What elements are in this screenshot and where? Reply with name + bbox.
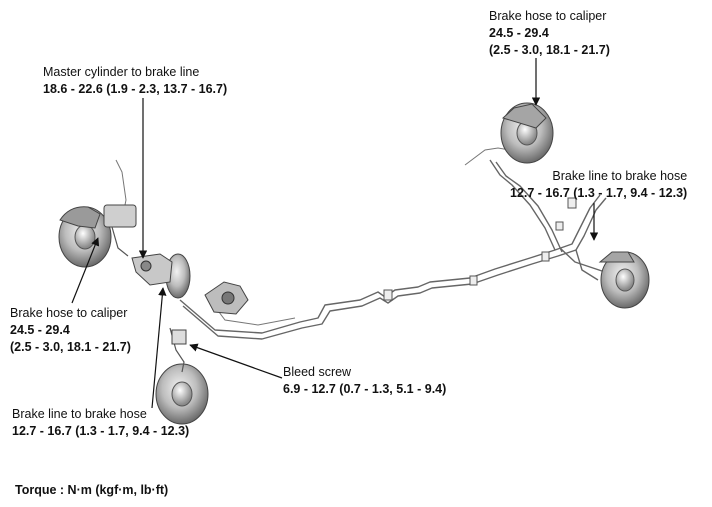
callout-torque: 12.7 - 16.7 (1.3 - 1.7, 9.4 - 12.3) [12, 424, 190, 438]
callout-name: Brake line to brake hose [12, 407, 147, 421]
callout-front-line-to-hose: Brake line to brake hose 12.7 - 16.7 (1.… [12, 406, 189, 440]
callout-name: Bleed screw [283, 365, 352, 379]
torque-unit-note: Torque : N·m (kgf·m, lb·ft) [15, 483, 169, 497]
callout-rear-line-to-hose: Brake line to brake hose 12.7 - 16.7 (1.… [510, 168, 687, 202]
callout-name: Master cylinder to brake line [43, 65, 200, 79]
rear-right-brake-assembly [598, 251, 650, 309]
callout-bleed-screw: Bleed screw 6.9 - 12.7 (0.7 - 1.3, 5.1 -… [283, 364, 446, 398]
rear-left-brake-assembly [500, 102, 554, 164]
callout-torque: 12.7 - 16.7 (1.3 - 1.7, 9.4 - 12.3) [510, 186, 688, 200]
line-clips [383, 197, 577, 301]
parking-brake-cables [115, 147, 511, 326]
callout-name: Brake hose to caliper [489, 9, 607, 23]
leader-front-hose [151, 287, 167, 409]
callout-front-caliper-hose: Brake hose to caliper 24.5 - 29.4 (2.5 -… [10, 305, 131, 356]
callout-torque: 18.6 - 22.6 (1.9 - 2.3, 13.7 - 16.7) [43, 82, 228, 96]
front-lower-brake-assembly [155, 327, 209, 425]
callout-torque: 24.5 - 29.4 [10, 323, 70, 337]
leader-front-caliper [71, 237, 100, 304]
callout-name: Brake line to brake hose [552, 169, 688, 183]
leader-lines [71, 58, 599, 409]
callout-torque: 24.5 - 29.4 [489, 26, 549, 40]
master-cylinder-assembly [131, 253, 191, 299]
callout-torque: 6.9 - 12.7 (0.7 - 1.3, 5.1 - 9.4) [283, 382, 447, 396]
callout-torque-alt: (2.5 - 3.0, 18.1 - 21.7) [489, 43, 610, 57]
callout-name: Brake hose to caliper [10, 306, 128, 320]
callout-master-cylinder: Master cylinder to brake line 18.6 - 22.… [43, 64, 227, 98]
front-right-knuckle [204, 281, 249, 315]
callout-torque-alt: (2.5 - 3.0, 18.1 - 21.7) [10, 340, 131, 354]
front-left-brake-assembly [58, 204, 137, 268]
leader-bleed-screw [189, 343, 283, 379]
brake-line-bundle [179, 159, 607, 340]
callout-rear-caliper-hose: Brake hose to caliper 24.5 - 29.4 (2.5 -… [489, 8, 610, 59]
